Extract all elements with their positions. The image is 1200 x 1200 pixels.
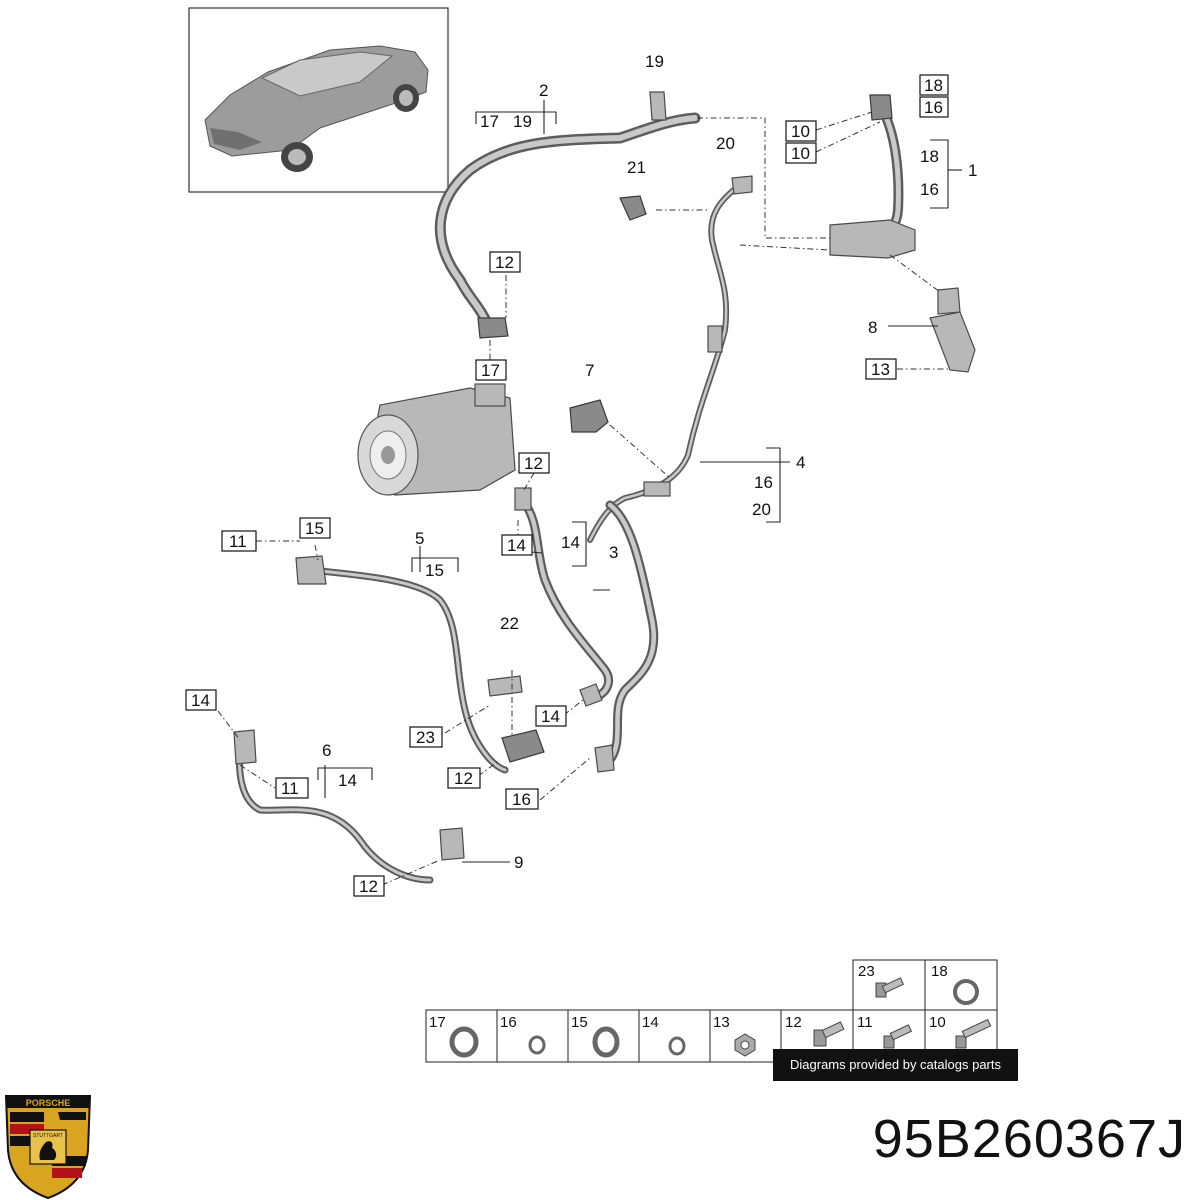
- crest-text: STUTTGART: [33, 1133, 63, 1139]
- o-ring-icon: [449, 1026, 479, 1058]
- callout-9: 9: [514, 853, 523, 872]
- boxed-callout: 10: [791, 144, 810, 163]
- boxed-callout: 10: [791, 122, 810, 141]
- vehicle-thumbnail: [188, 7, 449, 193]
- boxed-callout: 12: [524, 454, 543, 473]
- boxed-callout: 14: [507, 536, 526, 555]
- part-21-clip: [619, 195, 647, 221]
- bolt-icon: [883, 1024, 913, 1049]
- callout-19: 19: [645, 52, 664, 71]
- boxed-callout: 23: [416, 728, 435, 747]
- group-2-item: 19: [513, 112, 532, 131]
- boxed-callout: 14: [191, 691, 210, 710]
- hose-line-3: [514, 487, 614, 707]
- part-number: 95B260367J: [872, 1109, 1186, 1169]
- group-brackets: [317, 100, 949, 780]
- legend-number: 10: [929, 1014, 946, 1031]
- boxed-callout: 14: [541, 707, 560, 726]
- callout-7: 7: [585, 361, 594, 380]
- callout-4: 4: [796, 453, 805, 472]
- group-4-item: 16: [754, 473, 773, 492]
- group-2-item: 17: [480, 112, 499, 131]
- boxed-callout: 15: [305, 519, 324, 538]
- boxed-callout: 11: [229, 532, 247, 551]
- callout-21: 21: [627, 158, 646, 177]
- hose-line-2: [434, 91, 701, 339]
- legend-number: 15: [571, 1014, 588, 1031]
- bolt-icon: [875, 977, 905, 998]
- legend-number: 11: [857, 1014, 873, 1031]
- hose-line-4-lower: [594, 500, 659, 773]
- hose-line-1: [829, 94, 916, 259]
- hardware-legend: 23 18 17 16 15 14 13 12 11 10: [425, 959, 998, 1063]
- porsche-crest-logo: PORSCHE STUTTGART: [4, 1095, 92, 1200]
- legend-number: 14: [642, 1014, 659, 1031]
- o-ring-icon: [528, 1035, 546, 1055]
- o-ring-icon: [953, 979, 979, 1005]
- legend-number: 17: [429, 1014, 446, 1031]
- hose-line-5: [295, 555, 545, 774]
- crest-text: PORSCHE: [26, 1098, 71, 1108]
- legend-number: 16: [500, 1014, 517, 1031]
- boxed-callout: 16: [512, 790, 531, 809]
- callout-3: 3: [609, 543, 618, 562]
- part-22-bracket: [487, 675, 523, 697]
- callout-2: 2: [539, 81, 548, 100]
- group-4-item: 20: [752, 500, 771, 519]
- group-3-item: 14: [561, 533, 580, 552]
- callout-6: 6: [322, 741, 331, 760]
- nut-icon: [734, 1033, 756, 1057]
- boxed-callouts: 18 16 10 10 12 17 12 13 11 15 14 14 14 2…: [185, 74, 949, 897]
- boxed-callout: 12: [359, 877, 378, 896]
- boxed-callout: 11: [281, 779, 299, 798]
- bolt-icon: [955, 1018, 992, 1049]
- boxed-callout: 16: [924, 98, 943, 117]
- o-ring-icon: [668, 1036, 686, 1056]
- callout-8: 8: [868, 318, 877, 337]
- legend-number: 13: [713, 1014, 730, 1031]
- boxed-callout: 18: [924, 76, 943, 95]
- o-ring-icon: [592, 1026, 620, 1058]
- group-1-item: 16: [920, 180, 939, 199]
- callout-22: 22: [500, 614, 519, 633]
- boxed-callout: 12: [454, 769, 473, 788]
- callout-20: 20: [716, 134, 735, 153]
- group-5-item: 15: [425, 561, 444, 580]
- callout-1: 1: [968, 161, 977, 180]
- hose-line-4: [587, 175, 753, 543]
- part-7-sensor: [569, 399, 609, 433]
- bolt-icon: [813, 1021, 845, 1047]
- legend-number: 23: [858, 963, 875, 980]
- ac-compressor: [357, 383, 516, 496]
- credit-banner: Diagrams provided by catalogs parts: [773, 1049, 1018, 1081]
- legend-number: 18: [931, 963, 948, 980]
- legend-number: 12: [785, 1014, 802, 1031]
- callout-numbers: 1 2 3 4 5 6 7 8 9 19 20 21 22 17 19 18 1…: [322, 52, 977, 872]
- group-6-item: 14: [338, 771, 357, 790]
- hose-line-6: [233, 729, 465, 884]
- callout-5: 5: [415, 529, 424, 548]
- boxed-callout: 13: [871, 360, 890, 379]
- group-1-item: 18: [920, 147, 939, 166]
- boxed-callout: 12: [495, 253, 514, 272]
- part-8-bracket: [929, 287, 976, 373]
- boxed-callout: 17: [481, 361, 500, 380]
